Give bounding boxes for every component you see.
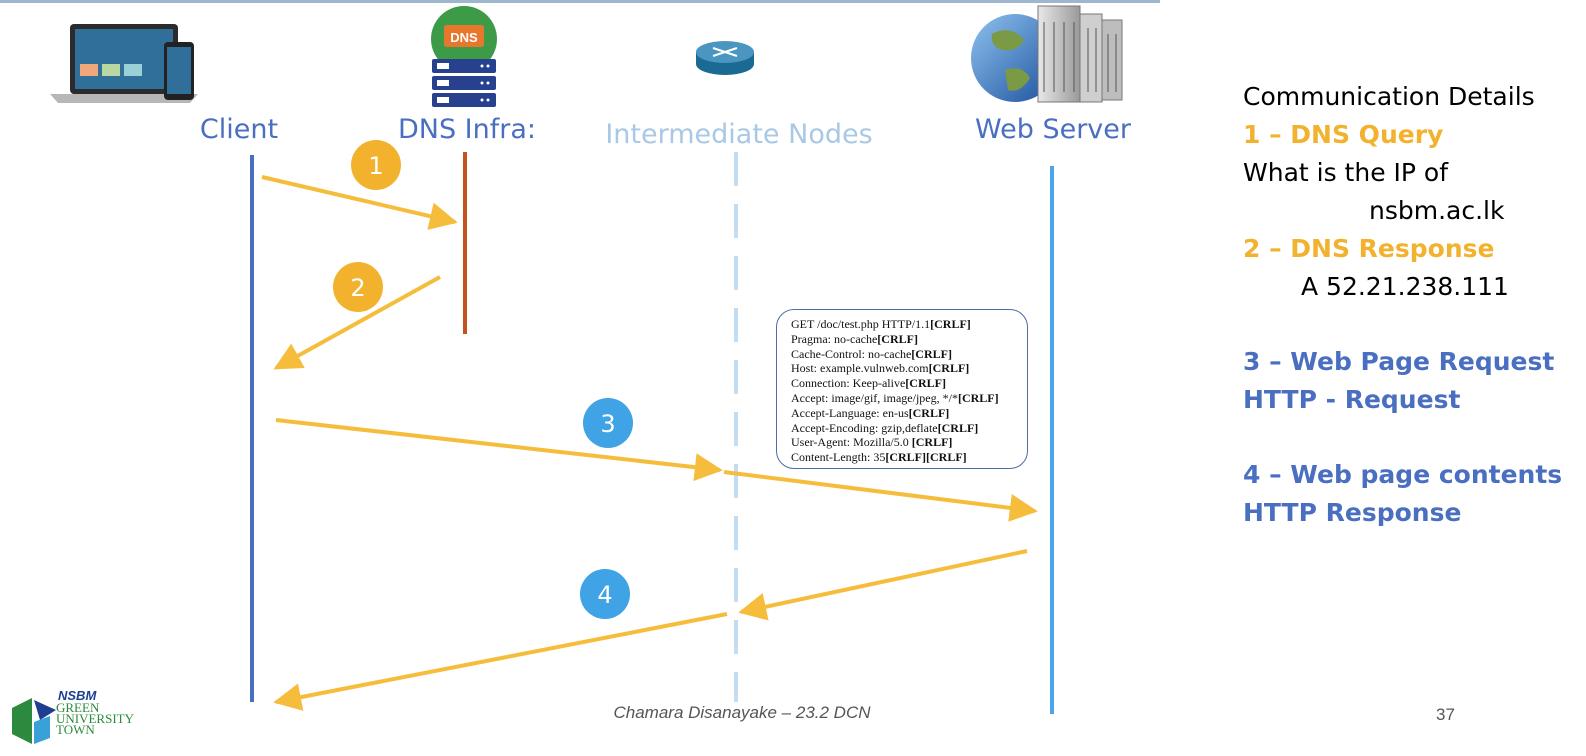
phone-icon xyxy=(164,42,194,100)
web-server-label: Web Server xyxy=(975,114,1131,145)
arrow-step-2 xyxy=(273,275,441,370)
step1-title: 1 – DNS Query xyxy=(1243,120,1444,149)
http-line: Host: example.vulnweb.com[CRLF] xyxy=(791,361,970,376)
http-line: Accept: image/gif, image/jpeg, */*[CRLF] xyxy=(791,390,999,405)
step-badge-1-label: 1 xyxy=(368,152,383,180)
arrow-step-3b xyxy=(723,470,1038,522)
logo-text: GREEN UNIVERSITY TOWN xyxy=(56,700,134,737)
dns-server-icon: DNS xyxy=(431,6,497,107)
dns-icon-label: DNS xyxy=(450,30,478,45)
http-line: Content-Length: 35[CRLF][CRLF] xyxy=(791,450,967,465)
http-line: Accept-Encoding: gzip,deflate[CRLF] xyxy=(791,420,979,435)
router-icon xyxy=(696,41,754,75)
logo-brand: NSBM xyxy=(58,688,97,703)
step-badge-4: 4 xyxy=(580,569,630,619)
step4-subtitle: HTTP Response xyxy=(1243,498,1462,527)
logo-line-2: UNIVERSITY xyxy=(56,711,134,726)
arrow-step-3a xyxy=(275,418,723,482)
arrow-step-1 xyxy=(261,175,458,230)
page-number: 37 xyxy=(1436,705,1455,724)
step1-domain: nsbm.ac.lk xyxy=(1369,196,1505,225)
http-line: Accept-Language: en-us[CRLF] xyxy=(791,405,950,420)
client-label: Client xyxy=(199,114,279,145)
laptop-icon xyxy=(50,24,198,103)
arrow-step-4a xyxy=(738,549,1028,621)
http-line: User-Agent: Mozilla/5.0 [CRLF] xyxy=(791,435,953,450)
http-request-box: GET /doc/test.php HTTP/1.1[CRLF] Pragma:… xyxy=(776,309,1028,469)
step-badge-3: 3 xyxy=(583,398,633,448)
step-badge-3-label: 3 xyxy=(600,410,615,438)
top-divider xyxy=(0,0,1160,3)
details-heading: Communication Details xyxy=(1243,82,1535,111)
step-badge-1: 1 xyxy=(351,140,401,190)
http-line: GET /doc/test.php HTTP/1.1[CRLF] xyxy=(791,317,971,331)
nsbm-logo: NSBM GREEN UNIVERSITY TOWN xyxy=(10,688,150,748)
http-line: Pragma: no-cache[CRLF] xyxy=(791,331,918,346)
step1-question: What is the IP of xyxy=(1243,158,1449,187)
http-line: Connection: Keep-alive[CRLF] xyxy=(791,376,946,391)
arrow-step-4b xyxy=(273,612,728,711)
step2-answer: A 52.21.238.111 xyxy=(1301,272,1509,301)
http-line: Cache-Control: no-cache[CRLF] xyxy=(791,346,952,361)
dns-infra-label: DNS Infra: xyxy=(397,114,537,145)
intermediate-nodes-label: Intermediate Nodes xyxy=(605,119,873,150)
step3-title: 3 – Web Page Request xyxy=(1243,347,1555,376)
step-badge-4-label: 4 xyxy=(597,581,612,609)
step-badge-2: 2 xyxy=(333,262,383,312)
nsbm-emblem-icon xyxy=(12,698,56,744)
step3-subtitle: HTTP - Request xyxy=(1243,385,1461,414)
step2-title: 2 – DNS Response xyxy=(1243,234,1495,263)
step-badge-2-label: 2 xyxy=(350,274,365,302)
step4-title: 4 – Web page contents xyxy=(1243,460,1563,489)
communication-details: Communication Details 1 – DNS Query What… xyxy=(1243,78,1562,532)
footer-author: Chamara Disanayake – 23.2 DCN xyxy=(613,703,871,722)
logo-line-3: TOWN xyxy=(56,722,95,737)
web-server-icon xyxy=(971,5,1123,103)
logo-line-1: GREEN xyxy=(56,700,100,715)
